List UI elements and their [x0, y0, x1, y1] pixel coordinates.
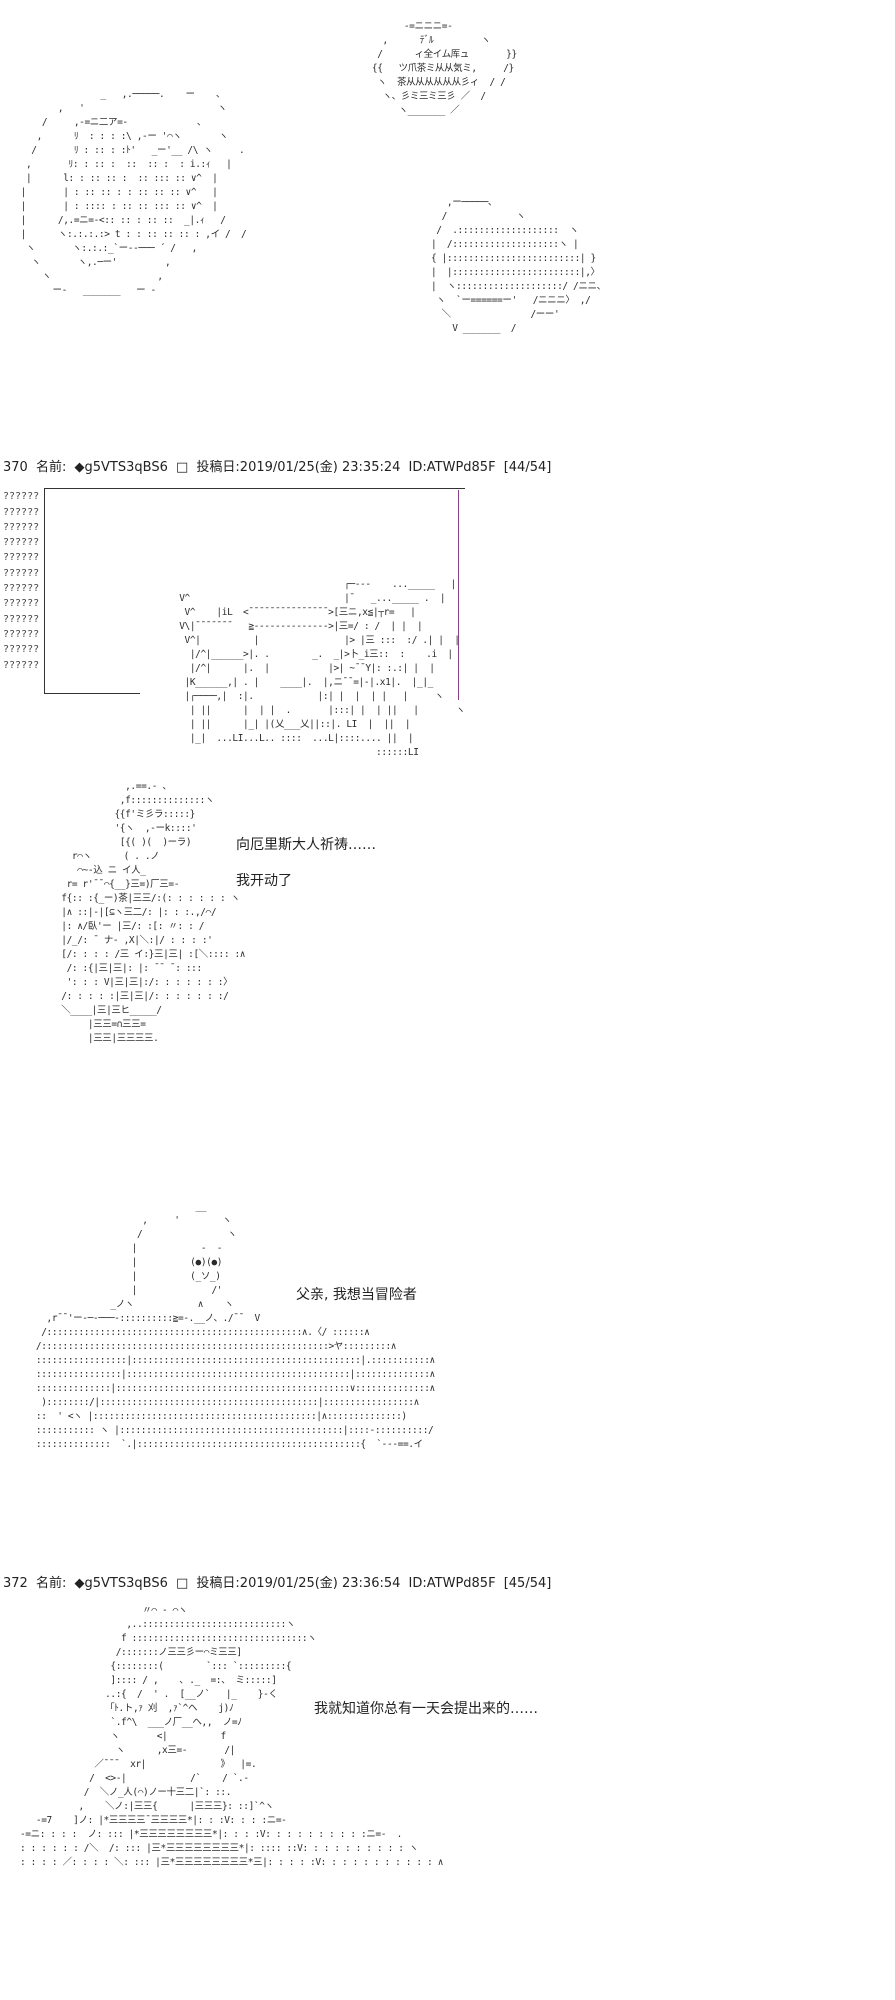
post-number: 372	[3, 1576, 28, 1591]
post-icon: □	[175, 460, 189, 475]
room-frame-right	[458, 490, 459, 610]
post-number: 370	[3, 460, 28, 475]
margin-text-2: ??????	[3, 506, 40, 518]
praying-girl-ascii-art: ,.==.- 、 ,f::::::::::::::ヽ {{f'ミ彡ラ:::::}…	[61, 781, 246, 1044]
margin-text-3: ??????	[3, 521, 40, 533]
dialogue-father: 我就知道你总有一天会提出来的……	[314, 1701, 538, 1717]
post-name-label: 名前:	[35, 1576, 67, 1591]
post-date: 投稿日:2019/01/25(金) 23:36:54	[196, 1576, 401, 1591]
margin-text-7: ??????	[3, 583, 40, 595]
post-header: 372 名前: ◆g5VTS3qBS6 □ 投稿日:2019/01/25(金) …	[3, 1572, 555, 1591]
post-trip: ◆g5VTS3qBS6	[74, 1576, 168, 1591]
post-counter: [44/54]	[503, 460, 552, 475]
room-frame	[44, 488, 465, 694]
margin-column: ?????? ?????? ?????? ?????? ?????? ?????…	[3, 474, 39, 673]
room-frame-bottom-left	[44, 693, 140, 694]
cup-ascii-art: ,ー─────、 / ヽ / .::::::::::::::::::: ヽ | …	[430, 197, 606, 334]
dialogue-adventurer: 父亲, 我想当冒险者	[296, 1287, 417, 1303]
margin-text-6: ??????	[3, 567, 40, 579]
boy-at-table-ascii-art: __ , ' ヽ / ヽ | - - | (●)(●) |	[35, 1201, 435, 1450]
dialogue-prayer: 向厄里斯大人祈祷……	[236, 837, 376, 853]
post-date: 投稿日:2019/01/25(金) 23:35:24	[196, 460, 401, 475]
margin-text-9: ??????	[3, 613, 40, 625]
dialogue-itadakimasu: 我开动了	[236, 873, 292, 889]
post-id: ID:ATWPd85F	[408, 460, 496, 475]
food-plate-ascii-art: _ ,.─────. ー 、 , ' ヽ / ,-=ニ二ア=- 、 , ﾘ : …	[20, 89, 247, 296]
post-trip: ◆g5VTS3qBS6	[74, 460, 168, 475]
margin-text-10: ??????	[3, 628, 40, 640]
margin-text-8: ??????	[3, 598, 40, 610]
margin-text-12: ??????	[3, 659, 40, 671]
post-id: ID:ATWPd85F	[408, 1576, 496, 1591]
post-counter: [45/54]	[503, 1576, 552, 1591]
table-chairs-ascii-art: ┌─--- ..._____ | V^ |¯ _..._____ . | V^ …	[179, 579, 465, 758]
post-name-label: 名前:	[35, 460, 67, 475]
margin-text-5: ??????	[3, 552, 40, 564]
father-ascii-art: 〃⌒ - ⌒ヽ ,..:::::::::::::::::::::::::::ヽ …	[19, 1605, 444, 1868]
post-header: 370 名前: ◆g5VTS3qBS6 □ 投稿日:2019/01/25(金) …	[3, 456, 555, 475]
margin-text-1: ??????	[3, 491, 40, 503]
margin-text-4: ??????	[3, 537, 40, 549]
table-side-line-1	[458, 610, 459, 700]
margin-text-11: ??????	[3, 644, 40, 656]
post-icon: □	[175, 1576, 189, 1591]
dish-bowl-ascii-art: -=ニニニ=- , ﾃﾞﾙ ヽ / ィ全イム厍ュ }} {{ ツ爪茶ミ从从気ミ,…	[371, 21, 517, 116]
